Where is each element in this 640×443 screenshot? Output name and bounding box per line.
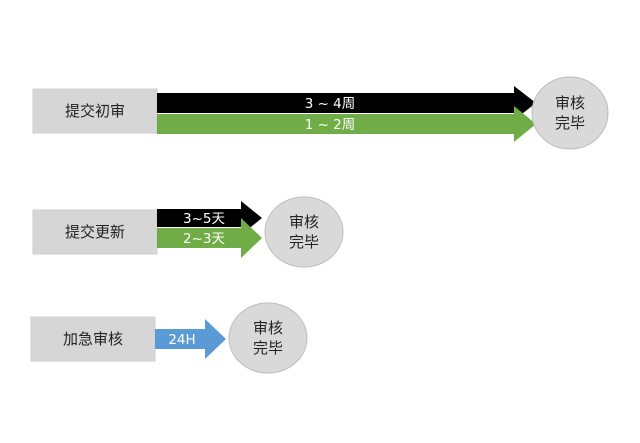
end-label-line1: 审核 — [555, 94, 585, 112]
duration-arrow-black — [157, 201, 262, 235]
end-circle-review-complete — [228, 302, 308, 374]
duration-arrow-green — [157, 218, 262, 258]
row-initial-review: 提交初审 3 ~ 4周 1 ~ 2周 审核 完毕 — [32, 76, 609, 150]
end-label-line2: 完毕 — [289, 233, 319, 251]
stage-label-update-submission: 提交更新 — [65, 223, 125, 241]
stage-box-expedited-review — [30, 316, 156, 362]
duration-label-green: 2~3天 — [183, 231, 225, 247]
end-circle-review-complete — [531, 76, 609, 150]
end-label-line2: 完毕 — [555, 114, 585, 132]
end-label-line1: 审核 — [253, 319, 283, 337]
duration-label-black: 3 ~ 4周 — [305, 96, 356, 112]
duration-label-blue: 24H — [168, 332, 195, 348]
duration-label-black: 3~5天 — [183, 211, 225, 227]
stage-label-expedited-review: 加急审核 — [63, 330, 123, 348]
end-label-line2: 完毕 — [253, 339, 283, 357]
duration-arrow-blue — [155, 319, 226, 359]
stage-box-initial-review — [32, 88, 158, 134]
duration-arrow-black — [157, 86, 536, 120]
duration-label-green: 1 ~ 2周 — [305, 117, 356, 133]
duration-arrow-green — [157, 106, 536, 142]
stage-label-initial-review: 提交初审 — [65, 102, 125, 120]
end-circle-review-complete — [264, 196, 344, 268]
row-update-submission: 提交更新 3~5天 2~3天 审核 完毕 — [32, 196, 344, 268]
end-label-line1: 审核 — [289, 213, 319, 231]
row-expedited-review: 加急审核 24H 审核 完毕 — [30, 302, 308, 374]
